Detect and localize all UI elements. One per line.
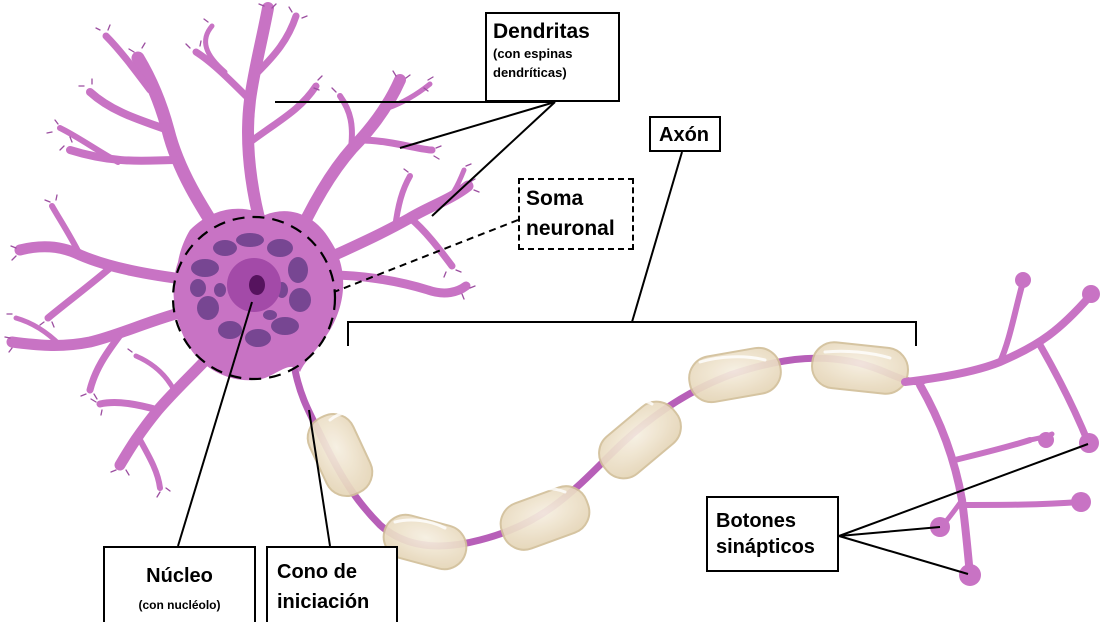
- synaptic-bouton: [1071, 492, 1091, 512]
- label-cono-line2: iniciación: [277, 587, 396, 617]
- label-axon: Axón: [649, 116, 721, 152]
- label-botones-line2: sinápticos: [716, 534, 837, 560]
- label-dendritas-detail: (con espinas dendríticas): [493, 44, 612, 82]
- label-cono: Cono de iniciación: [266, 546, 398, 622]
- label-botones: Botones sinápticos: [706, 496, 839, 572]
- myelin-segment: [590, 393, 690, 488]
- label-soma-line1: Soma: [526, 184, 632, 214]
- label-nucleo: Núcleo (con nucléolo): [103, 546, 256, 622]
- synaptic-bouton: [1079, 433, 1099, 453]
- myelin-segment: [495, 480, 596, 556]
- synaptic-bouton: [959, 564, 981, 586]
- synaptic-bouton: [1082, 285, 1100, 303]
- label-nucleo-detail: (con nucléolo): [105, 596, 254, 615]
- label-cono-line1: Cono de: [277, 557, 396, 587]
- label-dendritas: Dendritas (con espinas dendríticas): [485, 12, 620, 102]
- synaptic-bouton: [1015, 272, 1031, 288]
- label-soma-line2: neuronal: [526, 214, 632, 244]
- myelin-segment: [686, 344, 785, 405]
- myelin-segment: [810, 340, 910, 396]
- synaptic-bouton: [1038, 432, 1054, 448]
- label-dendritas-title: Dendritas: [493, 20, 612, 44]
- label-botones-line1: Botones: [716, 508, 837, 534]
- nucleolus: [249, 275, 265, 295]
- label-axon-title: Axón: [659, 123, 719, 147]
- label-soma: Soma neuronal: [518, 178, 634, 250]
- label-nucleo-title: Núcleo: [105, 564, 254, 588]
